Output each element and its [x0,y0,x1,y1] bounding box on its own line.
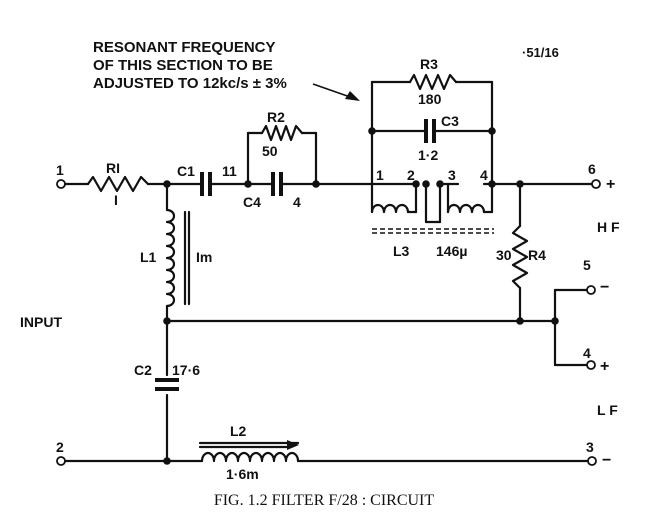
r3-name: R3 [420,56,438,72]
capacitor-c2: C2 17·6 [134,362,200,391]
r3-value: 180 [418,91,442,107]
l2-name: L2 [230,423,247,439]
note-arrow [312,83,360,101]
r4-value: 30 [496,247,512,263]
c3-value: 1·2 [418,147,438,163]
input-label: INPUT [20,314,62,330]
r4-name: R4 [528,247,546,263]
inductor-l3: L3 146µ [370,182,494,259]
terminal-5-label: 5 [583,257,591,273]
terminal-2-label: 2 [56,439,64,455]
reference-mark: ·51/16 [522,45,559,60]
hf-label: H F [597,219,620,235]
terminal-4-sign: + [600,358,609,375]
c2-value: 17·6 [172,362,200,378]
r1-name: RI [106,160,120,176]
c1-name: C1 [177,163,195,179]
terminal-6-sign: + [606,176,615,193]
resistor-r3: R3 180 [408,56,458,107]
r1-value: I [114,192,118,208]
inductor-l2: L2 1·6m [198,423,300,482]
terminal-6: 6 + [588,161,615,193]
tap-2: 2 [407,167,415,183]
terminal-6-label: 6 [588,161,596,177]
r2-name: R2 [267,109,285,125]
figure-caption: FIG. 1.2 FILTER F/28 : CIRCUIT [214,492,435,509]
terminal-4-label: 4 [583,345,591,361]
adjustment-note: RESONANT FREQUENCY OF THIS SECTION TO BE… [93,39,287,92]
resistor-r2: R2 50 [260,109,304,159]
terminal-3: 3 − [586,439,611,469]
terminal-5-sign: − [600,279,609,296]
capacitor-c4: C4 4 [243,172,301,210]
l3-name: L3 [393,243,410,259]
c4-name: C4 [243,194,261,210]
l1-value: Im [196,249,212,265]
tap-3: 3 [448,167,456,183]
l1-name: L1 [140,249,157,265]
terminal-2: 2 [56,439,66,466]
l3-value: 146µ [436,243,467,259]
c3-name: C3 [441,113,459,129]
r2-value: 50 [262,143,278,159]
terminal-4: 4 + [583,345,609,375]
c1-value: 11 [222,163,237,179]
c2-name: C2 [134,362,152,378]
tap-1: 1 [376,167,384,183]
terminal-1-label: 1 [56,162,64,178]
terminal-3-sign: − [602,452,611,469]
capacitor-c3: C3 1·2 [418,113,459,163]
terminal-5: 5 − [583,257,609,296]
note-line-3: ADJUSTED TO 12kc/s ± 3% [93,75,287,92]
capacitor-c1: C1 11 [177,163,237,196]
resistor-r1: RI I [86,160,150,208]
resistor-r4: 30 R4 [496,224,546,290]
wiring [63,80,594,463]
terminal-3-label: 3 [586,439,594,455]
terminal-1: 1 [56,162,66,189]
c4-value: 4 [293,194,301,210]
lf-label: L F [597,402,618,418]
tap-labels: 1 2 3 4 [376,167,488,183]
l2-value: 1·6m [226,466,259,482]
inductor-l1: L1 Im [140,208,212,308]
junctions [163,127,559,465]
note-line-1: RESONANT FREQUENCY [93,39,276,56]
tap-4: 4 [480,167,488,183]
note-line-2: OF THIS SECTION TO BE [93,57,273,74]
